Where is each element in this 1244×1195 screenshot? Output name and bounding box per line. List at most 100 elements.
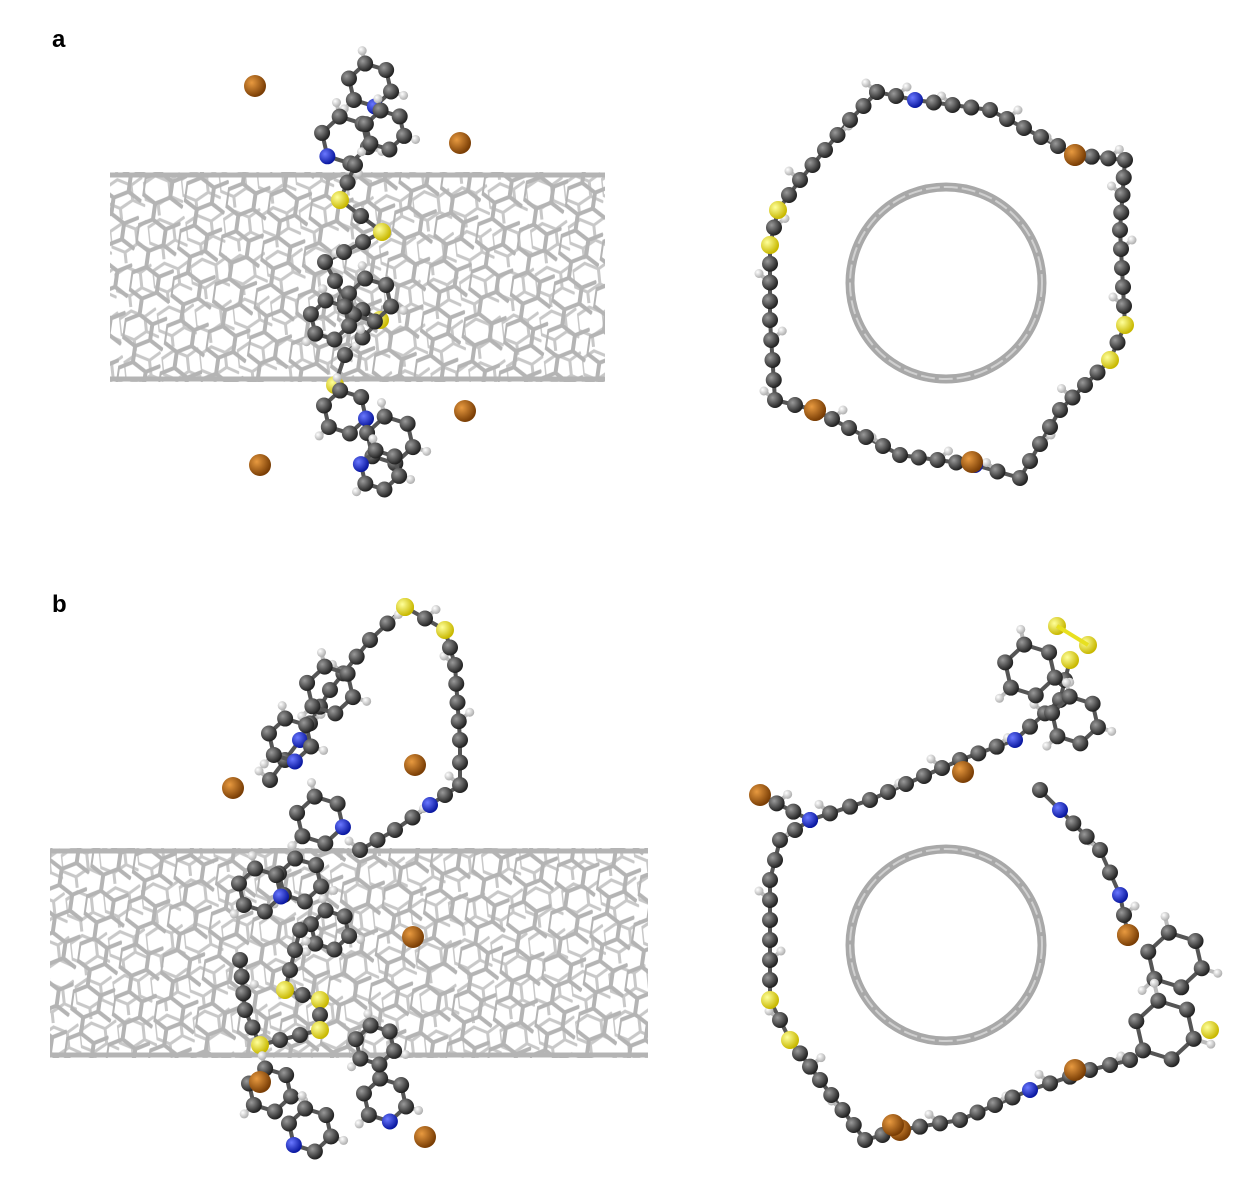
carbon-atom [999,111,1015,127]
hydrogen-atom [356,324,366,334]
hydrogen-atom [297,1091,307,1101]
carbon-atom [824,411,840,427]
carbon-atom [296,893,313,910]
hydrogen-atom [754,269,764,278]
nitrogen-atom [422,797,438,813]
carbon-atom [817,142,833,158]
carbon-atom [857,1132,873,1148]
carbon-atom [823,1087,840,1103]
carbon-atom [235,896,252,913]
carbon-atom [892,447,908,463]
nitrogen-atom [334,819,351,836]
carbon-atom [304,698,321,715]
carbon-atom [932,1115,948,1132]
carbon-atom [842,798,858,815]
hydrogen-atom [1213,968,1223,978]
hydrogen-atom [816,1053,826,1063]
carbon-atom [792,172,808,188]
carbon-atom [280,1115,297,1132]
carbon-atom [1002,679,1019,696]
hydrogen-atom [354,1119,364,1129]
carbon-atom [765,372,782,388]
hydrogen-atom [247,851,257,861]
carbon-atom [352,842,368,858]
carbon-atom [762,312,778,328]
sulfur-atom [276,981,294,999]
carbon-atom [339,174,356,191]
nitrogen-atom [907,92,923,108]
carbon-atom [772,1012,788,1028]
carbon-atom [307,935,324,952]
carbon-atom [988,738,1005,755]
carbon-atom [1113,241,1129,257]
hydrogen-atom [406,474,416,484]
nitrogen-atom [358,410,375,427]
hydrogen-atom [431,605,441,614]
carbon-atom [762,274,778,291]
hydrogen-atom [363,1009,373,1019]
carbon-atom [822,805,838,822]
carbon-atom [855,98,872,114]
hydrogen-atom [1206,1039,1216,1049]
carbon-atom [912,1118,928,1135]
carbon-atom [997,654,1014,671]
carbon-atom [948,454,965,471]
counterion [414,1126,436,1148]
carbon-atom [320,418,337,435]
carbon-atom [294,987,311,1003]
carbon-atom [404,809,421,826]
carbon-atom [982,102,998,118]
counterion [804,399,826,421]
carbon-atom [362,1017,379,1034]
hydrogen-atom [783,789,793,799]
nitrogen-atom [1022,1082,1038,1098]
carbon-atom [1072,735,1089,752]
carbon-atom [1046,669,1063,686]
hydrogen-atom [754,886,764,896]
molecules [222,46,1223,1160]
carbon-atom [1150,992,1167,1009]
carbon-atom [447,657,463,673]
carbon-atom [442,639,458,656]
carbon-atom [366,313,383,330]
carbon-atom [969,1104,986,1121]
carbon-atom [869,84,885,100]
carbon-atom [1179,1001,1196,1018]
hydrogen-atom [777,326,787,336]
carbon-atom [262,772,278,788]
hydrogen-atom [373,94,383,104]
carbon-atom [235,985,252,1002]
carbon-atom [232,952,248,968]
panel-label-b: b [52,591,67,618]
hydrogen-atom [1107,726,1117,736]
carbon-atom [1140,943,1157,960]
carbon-atom [340,70,357,87]
nitrogen-atom [286,753,303,770]
carbon-atom [313,878,330,895]
nitrogen-atom [285,1136,302,1153]
hydrogen-atom [376,398,386,408]
hydrogen-atom [302,947,312,957]
carbon-atom [245,1096,262,1113]
carbon-atom [1084,695,1101,712]
carbon-atom [353,389,370,406]
counterion [249,454,271,476]
carbon-atom [348,648,365,665]
carbon-atom [329,795,346,812]
carbon-atom [929,452,946,468]
carbon-atom [287,942,303,958]
carbon-atom [336,244,352,260]
carbon-atom [898,776,914,792]
hydrogen-atom [414,1105,424,1115]
carbon-atom [1032,782,1048,798]
carbon-atom [306,1143,323,1160]
carbon-atom [1044,704,1061,721]
hydrogen-atom [277,701,287,711]
carbon-atom [910,449,927,466]
carbon-atom [396,127,413,144]
sulfur-atom [1201,1021,1219,1039]
carbon-atom [1187,932,1204,949]
carbon-atom [763,332,780,348]
carbon-atom [1082,1062,1098,1078]
carbon-atom [781,187,797,203]
